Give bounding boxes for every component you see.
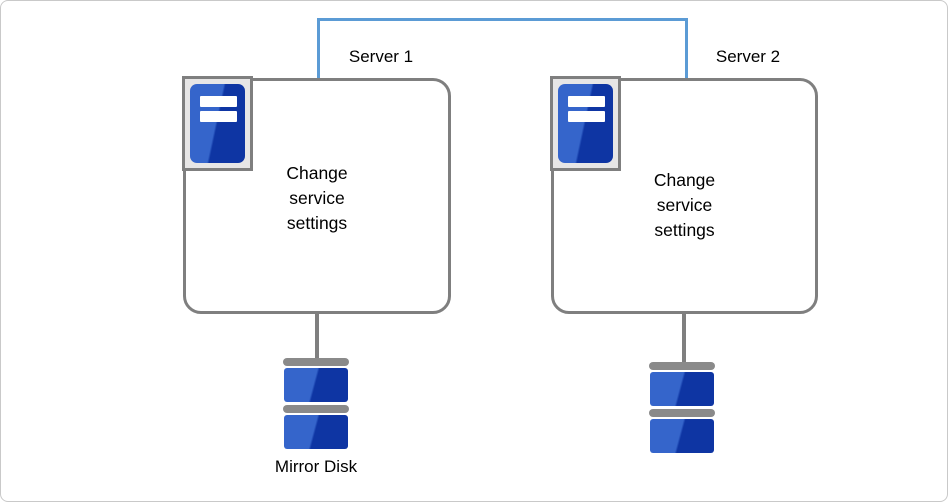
- interconnect-line-horizontal: [317, 18, 688, 21]
- server2-disk-connector: [682, 313, 686, 363]
- server2-label: Server 2: [715, 47, 781, 66]
- mirror-disk-icon-server1: [283, 358, 349, 452]
- interconnect-line-server1: [317, 18, 320, 78]
- server1-action-label: Change service settings: [286, 163, 348, 233]
- server1-label: Server 1: [348, 47, 414, 66]
- interconnect-line-server2: [685, 18, 688, 78]
- disk-cap-icon: [649, 409, 715, 417]
- server-tower-icon: [558, 84, 613, 163]
- disk-platter-icon: [650, 372, 714, 406]
- server2-action-text: Change service settings: [551, 168, 818, 243]
- disk-cap-icon: [283, 405, 349, 413]
- server-drive-bay-icon: [200, 111, 237, 122]
- disk-platter-icon: [650, 419, 714, 453]
- server1-icon: [182, 76, 253, 171]
- disk-platter-icon: [284, 415, 348, 449]
- server1-action-text: Change service settings: [183, 161, 451, 236]
- server-drive-bay-icon: [200, 96, 237, 107]
- disk-cap-icon: [649, 362, 715, 370]
- server-drive-bay-icon: [568, 111, 605, 122]
- server2-icon: [550, 76, 621, 171]
- server1-disk-connector: [315, 313, 319, 359]
- disk-platter-icon: [284, 368, 348, 402]
- mirror-disk-label: Mirror Disk: [274, 457, 358, 476]
- server-tower-icon: [190, 84, 245, 163]
- server-drive-bay-icon: [568, 96, 605, 107]
- disk-cap-icon: [283, 358, 349, 366]
- mirror-disk-icon-server2: [649, 362, 715, 456]
- server2-action-label: Change service settings: [653, 170, 716, 240]
